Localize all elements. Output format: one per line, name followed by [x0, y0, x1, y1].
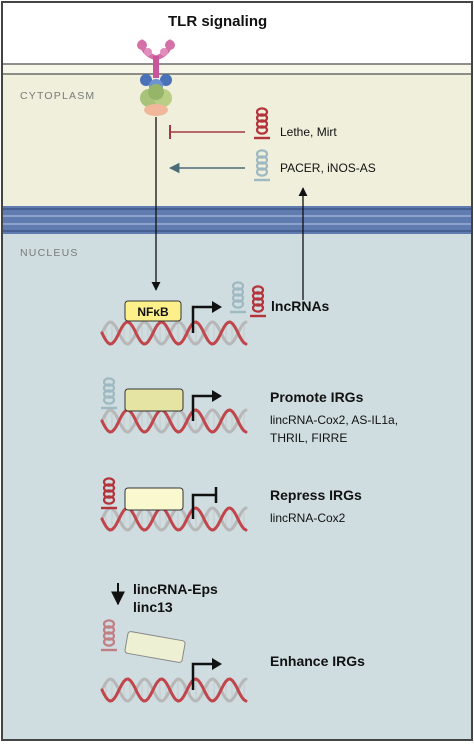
repress-line1: lincRNA-Cox2 — [270, 511, 346, 525]
nucleus-region — [2, 232, 472, 740]
red-lncrna-icon — [101, 477, 117, 510]
transcription-arrowhead — [212, 301, 222, 313]
promote-heading: Promote IRGs — [270, 389, 364, 405]
red-lncrna-icon — [254, 107, 270, 140]
plasma-membrane — [2, 63, 472, 75]
activator-lncrnas: PACER, iNOS-AS — [280, 161, 376, 175]
faded-gene-box — [124, 631, 186, 663]
tlr-receptor-icon — [137, 39, 175, 116]
inhibitor-lncrnas: Lethe, Mirt — [280, 125, 337, 139]
transcription-arrowhead — [212, 658, 222, 670]
downreg-line1: lincRNA-Eps — [133, 581, 218, 597]
dna-helix — [100, 677, 248, 703]
title: TLR signaling — [168, 13, 267, 30]
downreg-line2: linc13 — [133, 599, 173, 615]
enhance-heading: Enhance IRGs — [270, 653, 365, 669]
cytoplasm-label: CYTOPLASM — [20, 90, 95, 102]
lncrnas-label: lncRNAs — [271, 298, 330, 314]
nuclear-membrane — [2, 206, 472, 234]
blue-lncrna-icon — [230, 281, 246, 314]
gene-box — [124, 388, 184, 412]
repression-line — [191, 493, 215, 519]
cytoplasm-region — [2, 70, 472, 210]
faded-lncrna-icon — [101, 619, 117, 652]
gene-box — [124, 487, 184, 511]
transcription-start-arrow — [191, 394, 214, 421]
transcription-start-arrow — [191, 662, 214, 690]
promote-line2: THRIL, FIRRE — [270, 431, 347, 445]
promote-line1: lincRNA-Cox2, AS-IL1a, — [270, 413, 398, 427]
blue-lncrna-icon — [101, 377, 117, 410]
nfkb-label: NFκB — [137, 305, 169, 319]
blue-lncrna-icon — [254, 149, 270, 182]
transcription-arrowhead — [212, 390, 222, 402]
red-lncrna-icon — [250, 285, 266, 318]
nfkb-box — [124, 300, 182, 322]
repress-heading: Repress IRGs — [270, 487, 362, 503]
dna-helix — [100, 320, 248, 346]
nucleus-label: NUCLEUS — [20, 247, 79, 259]
transcription-start-arrow — [191, 305, 214, 333]
